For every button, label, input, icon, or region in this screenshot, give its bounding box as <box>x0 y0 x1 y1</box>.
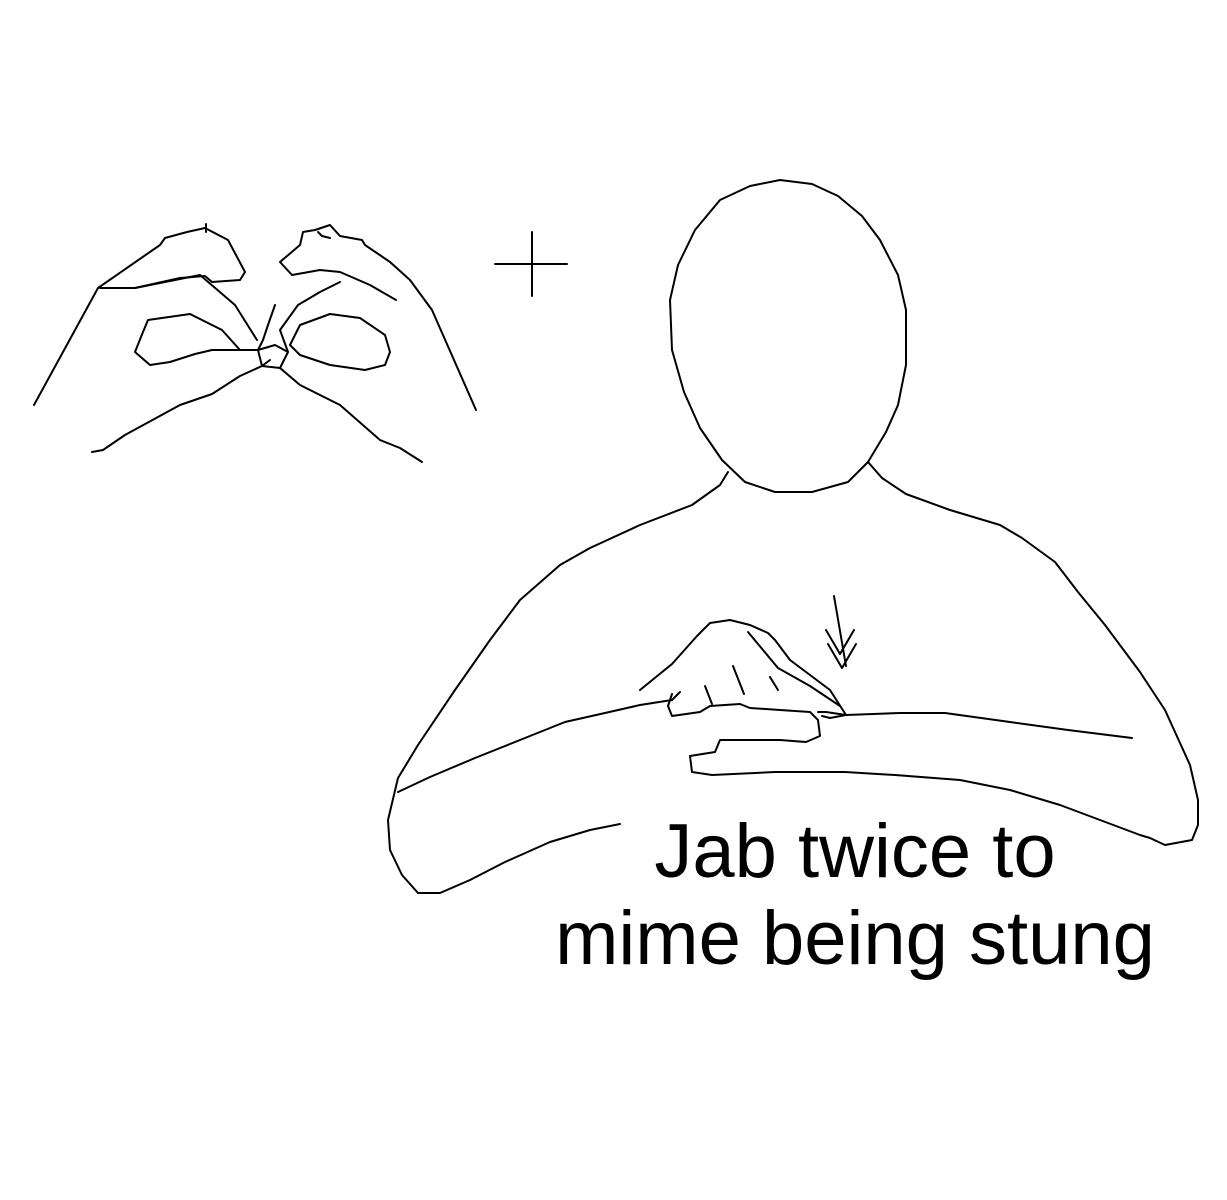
plus-sign-icon <box>494 231 568 297</box>
right-hand-outline <box>279 224 477 411</box>
left-hand-thumb <box>134 274 258 341</box>
forearm-far-edge <box>845 712 1133 739</box>
right-hand-thumb <box>279 281 341 353</box>
left-hand-knuckle <box>239 304 276 351</box>
jabbing-hand-knuckle-lines <box>704 631 841 707</box>
jabbing-hand-fingers <box>667 693 821 757</box>
left-shoulder-and-arm <box>387 471 729 894</box>
right-hand-finger-loop <box>289 313 391 371</box>
right-shoulder-and-arm <box>867 461 1199 846</box>
pinching-hands-illustration <box>33 223 477 463</box>
pinch-contact <box>257 344 289 369</box>
head-outline <box>669 179 907 493</box>
instruction-caption: Jab twice to mime being stung <box>490 808 1220 982</box>
jabbing-hand-thumb <box>671 691 847 716</box>
right-hand-fingertip <box>317 231 331 239</box>
double-down-arrow-icon <box>825 595 857 669</box>
left-hand-finger-loop <box>134 313 241 366</box>
jabbing-hand-back <box>639 619 847 719</box>
forearm-lower-edge <box>689 755 1151 839</box>
right-hand-lower-edge <box>279 367 423 463</box>
signer-figure <box>387 179 1199 894</box>
caption-line-2: mime being stung <box>555 896 1155 981</box>
caption-line-1: Jab twice to <box>654 809 1056 894</box>
forearm-upper-edge <box>397 699 673 793</box>
left-hand-lower-edge <box>91 359 271 453</box>
left-hand-outline <box>33 227 246 406</box>
